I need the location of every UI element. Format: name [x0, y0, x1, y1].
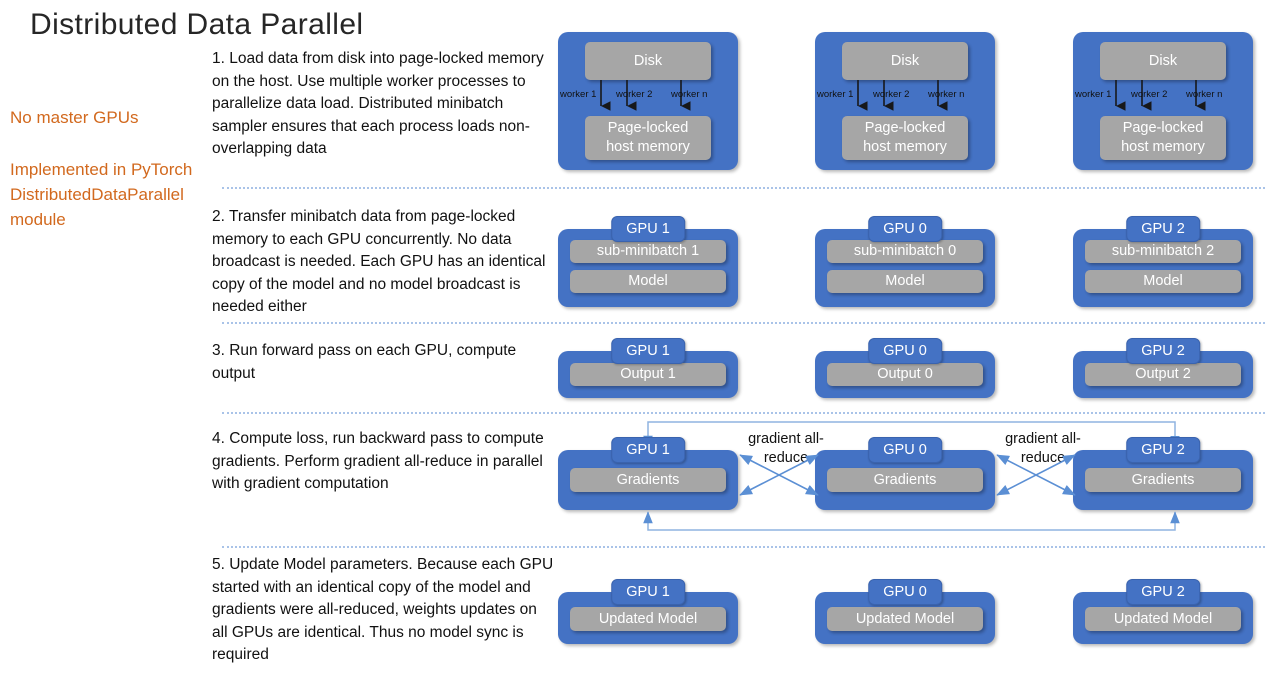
- gpu-box: GPU 2 sub-minibatch 2 Model: [1073, 216, 1253, 307]
- model-box: Model: [570, 270, 726, 293]
- disk-box: Disk: [585, 42, 711, 80]
- gpu-tab-label: GPU 2: [1126, 216, 1200, 242]
- memory-line-1: Page-locked: [1122, 120, 1204, 136]
- row3-column-2: GPU 2 Output 2: [1073, 338, 1253, 398]
- row2-column-2: GPU 2 sub-minibatch 2 Model: [1073, 216, 1253, 307]
- row5-column-0: GPU 1 Updated Model: [558, 579, 738, 644]
- step-text-1: 1. Load data from disk into page-locked …: [212, 50, 544, 157]
- page-title: Distributed Data Parallel: [30, 8, 364, 41]
- worker-label-2: worker 2: [873, 89, 910, 100]
- worker-label-n: worker n: [671, 89, 708, 100]
- gpu-tab-label: GPU 1: [611, 338, 685, 364]
- gpu-box: GPU 0 sub-minibatch 0 Model: [815, 216, 995, 307]
- sub-minibatch-box: sub-minibatch 0: [827, 240, 983, 263]
- row1-column-0: Disk worker 1 worker 2 worker n P: [558, 32, 738, 170]
- row4-column-0: GPU 1 Gradients: [558, 437, 738, 510]
- page-locked-memory-box: Page-locked host memory: [842, 116, 968, 160]
- separator-1: [222, 187, 1265, 189]
- allreduce-label-left: gradient all-reduce: [748, 431, 824, 466]
- gpu-tab-label: GPU 1: [611, 437, 685, 463]
- separator-3: [222, 412, 1265, 414]
- gpu-tab-label: GPU 2: [1126, 437, 1200, 463]
- row1-column-2: Disk worker 1 worker 2 worker n Page-loc…: [1073, 32, 1253, 170]
- gpu-box: GPU 1 Gradients: [558, 437, 738, 510]
- gpu-box: GPU 2 Output 2: [1073, 338, 1253, 398]
- worker-label-n: worker n: [1186, 89, 1223, 100]
- updated-model-box: Updated Model: [827, 607, 983, 631]
- row5-column-1: GPU 0 Updated Model: [815, 579, 995, 644]
- separator-4: [222, 546, 1265, 548]
- row2-column-1: GPU 0 sub-minibatch 0 Model: [815, 216, 995, 307]
- gpu-box: GPU 0 Updated Model: [815, 579, 995, 644]
- worker-arrows: worker 1 worker 2 worker n: [558, 80, 738, 126]
- worker-arrow-svg: [600, 80, 691, 111]
- row5-column-2: GPU 2 Updated Model: [1073, 579, 1253, 644]
- output-box: Output 2: [1085, 363, 1241, 386]
- memory-line-2: host memory: [1121, 139, 1205, 155]
- gpu-tab-label: GPU 2: [1126, 338, 1200, 364]
- row2-column-0: GPU 1 sub-minibatch 1 Model: [558, 216, 738, 307]
- gradients-box: Gradients: [827, 468, 983, 492]
- gpu-tab-label: GPU 1: [611, 216, 685, 242]
- disk-box: Disk: [1100, 42, 1226, 80]
- page-locked-memory-box: Page-locked host memory: [585, 116, 711, 160]
- disk-box: Disk: [842, 42, 968, 80]
- output-box: Output 1: [570, 363, 726, 386]
- step-text-2: 2. Transfer minibatch data from page-loc…: [212, 208, 546, 315]
- worker-label-1: worker 1: [1075, 89, 1112, 100]
- gpu-tab-label: GPU 0: [868, 437, 942, 463]
- separator-2: [222, 322, 1265, 324]
- host-box: Disk worker 1 worker 2 worker n P: [558, 32, 738, 170]
- sub-minibatch-box: sub-minibatch 2: [1085, 240, 1241, 263]
- worker-label-2: worker 2: [616, 89, 653, 100]
- gpu-tab-label: GPU 1: [611, 579, 685, 605]
- gpu-box: GPU 1 Updated Model: [558, 579, 738, 644]
- allreduce-connector-bottom: [643, 511, 1180, 531]
- memory-line-1: Page-locked: [607, 120, 689, 136]
- step-text-3: 3. Run forward pass on each GPU, compute…: [212, 342, 517, 382]
- allreduce-label-right: gradient all-reduce: [1005, 431, 1081, 466]
- row3-column-1: GPU 0 Output 0: [815, 338, 995, 398]
- note-no-master-gpus: No master GPUs: [10, 108, 139, 127]
- sub-minibatch-box: sub-minibatch 1: [570, 240, 726, 263]
- gpu-tab-label: GPU 0: [868, 338, 942, 364]
- note-implemented-in-pytorch: Implemented in PyTorch DistributedDataPa…: [10, 160, 193, 229]
- gpu-tab-label: GPU 2: [1126, 579, 1200, 605]
- worker-label-1: worker 1: [817, 89, 854, 100]
- worker-arrows: worker 1 worker 2 worker n: [815, 80, 995, 126]
- gpu-box: GPU 2 Gradients: [1073, 437, 1253, 510]
- memory-line-2: host memory: [863, 139, 947, 155]
- gpu-box: GPU 2 Updated Model: [1073, 579, 1253, 644]
- worker-arrows: worker 1 worker 2 worker n: [1073, 80, 1253, 126]
- host-box: Disk worker 1 worker 2 worker n Page-loc…: [1073, 32, 1253, 170]
- updated-model-box: Updated Model: [570, 607, 726, 631]
- page-locked-memory-box: Page-locked host memory: [1100, 116, 1226, 160]
- worker-label-n: worker n: [928, 89, 965, 100]
- worker-arrow-svg: [857, 80, 948, 111]
- model-box: Model: [1085, 270, 1241, 293]
- gpu-box: GPU 0 Gradients: [815, 437, 995, 510]
- host-box: Disk worker 1 worker 2 worker n Page-loc…: [815, 32, 995, 170]
- row3-column-0: GPU 1 Output 1: [558, 338, 738, 398]
- worker-arrow-svg: [1115, 80, 1206, 111]
- row4-column-1: GPU 0 Gradients: [815, 437, 995, 510]
- memory-line-1: Page-locked: [864, 120, 946, 136]
- updated-model-box: Updated Model: [1085, 607, 1241, 631]
- gpu-tab-label: GPU 0: [868, 579, 942, 605]
- step-text-5: 5. Update Model parameters. Because each…: [212, 556, 554, 663]
- gpu-tab-label: GPU 0: [868, 216, 942, 242]
- gpu-box: GPU 1 sub-minibatch 1 Model: [558, 216, 738, 307]
- output-box: Output 0: [827, 363, 983, 386]
- model-box: Model: [827, 270, 983, 293]
- worker-label-2: worker 2: [1131, 89, 1168, 100]
- row1-column-1: Disk worker 1 worker 2 worker n Page-loc…: [815, 32, 995, 170]
- gradients-box: Gradients: [570, 468, 726, 492]
- gpu-box: GPU 1 Output 1: [558, 338, 738, 398]
- worker-label-1: worker 1: [560, 89, 597, 100]
- gpu-box: GPU 0 Output 0: [815, 338, 995, 398]
- row4-column-2: GPU 2 Gradients: [1073, 437, 1253, 510]
- memory-line-2: host memory: [606, 139, 690, 155]
- step-text-4: 4. Compute loss, run backward pass to co…: [212, 430, 544, 492]
- gradients-box: Gradients: [1085, 468, 1241, 492]
